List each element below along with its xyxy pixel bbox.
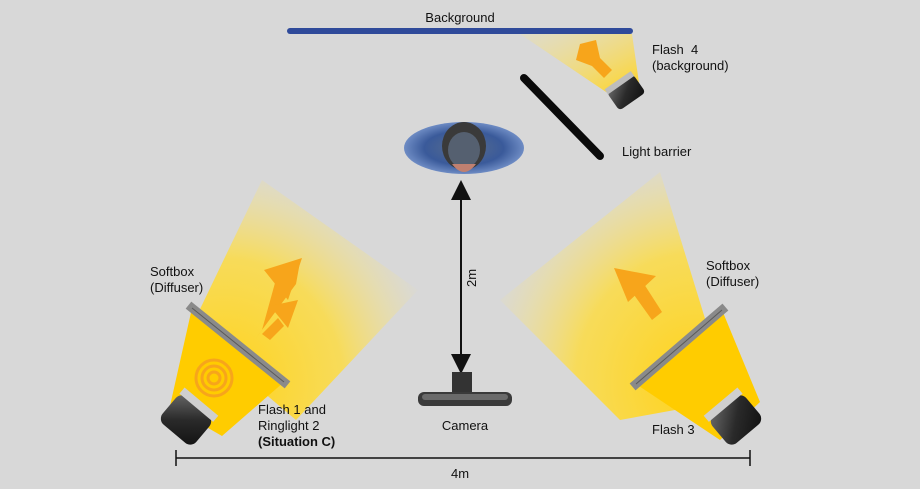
flash1-label-line1: Flash 1 and [258,402,326,417]
flash1-label-line3: (Situation C) [258,434,335,450]
flash3-head-icon [703,387,762,445]
camera-icon [418,372,512,406]
flash4-label-line2: (background) [652,58,729,73]
distance-4m-label: 4m [450,466,470,481]
flash1-head-icon [160,387,219,445]
left-arrow-large-head [264,258,302,300]
flash4-arrow [576,40,612,78]
flash4-label-line1: Flash 4 [652,42,699,57]
softbox-left-label-line1: Softbox [150,264,195,279]
background-label: Background [425,10,495,25]
flash3-label: Flash 3 [652,422,695,437]
softbox-left-label-line2: (Diffuser) [150,280,204,295]
flash4-head-icon [604,71,645,110]
light-barrier-label: Light barrier [622,144,692,159]
left-arrow-small-head [270,300,298,328]
right-arrow [632,284,662,320]
right-arrow-head [614,268,656,302]
flash1-label-situation: (Situation C) [258,434,336,449]
distance-2m-label: 2m [464,269,479,287]
softbox-right-edge [635,309,723,385]
flash1-label-line2: Ringlight 2 [258,418,320,433]
distance-4m-line [175,450,751,466]
softbox-right-label: Softbox (Diffuser) [706,258,759,290]
softbox-left-edge [191,307,285,383]
ringlight-icon [194,358,234,398]
softbox-left-label: Softbox (Diffuser) [150,264,203,296]
light-barrier [520,74,604,160]
softbox-right-label-line2: (Diffuser) [706,274,760,289]
flash4-label: Flash 4 (background) [652,42,729,74]
left-arrow-small [262,318,284,340]
person-top-view-icon [404,122,524,174]
camera-label: Camera [441,418,489,433]
flash1-label: Flash 1 and Ringlight 2 (Situation C) [258,402,335,450]
softbox-right-label-line1: Softbox [706,258,751,273]
flash4-light-beam [520,34,640,96]
